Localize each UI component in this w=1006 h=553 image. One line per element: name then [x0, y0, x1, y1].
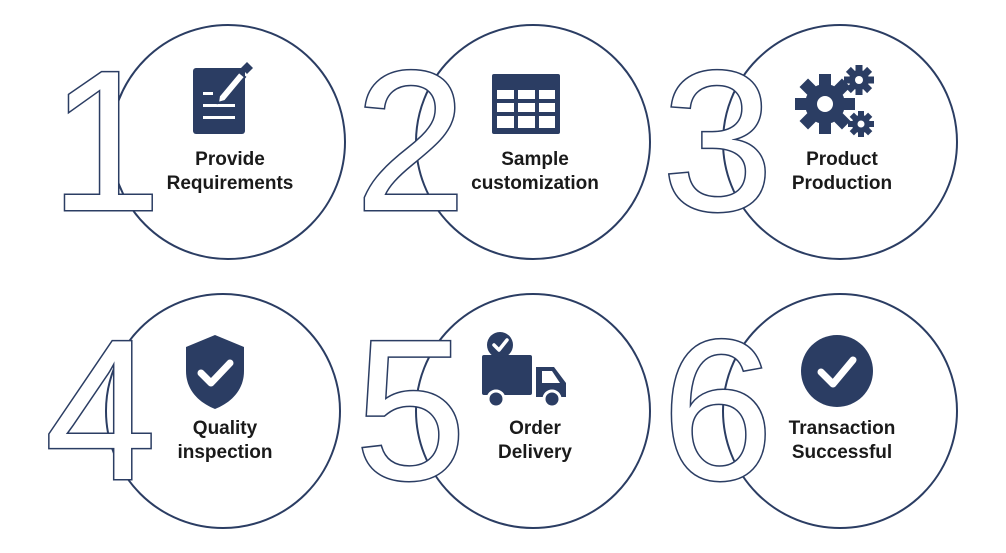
step-number: 1	[48, 30, 162, 253]
step-number: 3	[660, 30, 774, 253]
step-number: 5	[353, 299, 467, 522]
step-circle	[722, 24, 958, 260]
step-number: 2	[353, 30, 467, 253]
document-edit-icon	[175, 62, 265, 144]
step-circle	[105, 293, 341, 529]
step-circle	[110, 24, 346, 260]
step-3: 3	[660, 24, 962, 264]
gears-icon	[787, 62, 877, 144]
step-circle	[415, 24, 651, 260]
step-circle	[722, 293, 958, 529]
step-number: 6	[660, 299, 774, 522]
check-circle-icon	[787, 331, 877, 413]
delivery-truck-icon	[480, 331, 570, 413]
table-grid-icon	[480, 62, 570, 144]
step-circle	[415, 293, 651, 529]
step-number: 4	[43, 299, 157, 522]
shield-check-icon	[170, 331, 260, 413]
